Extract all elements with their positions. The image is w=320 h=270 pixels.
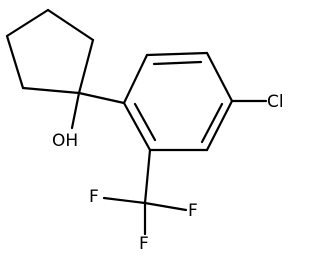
ring-aryl-bond [77, 91, 126, 105]
chlorine-label: Cl [267, 92, 284, 112]
fluorine-label-right: F [188, 201, 198, 221]
benzene-ring [122, 51, 234, 152]
aryl-double-bond [152, 60, 203, 66]
ring-bond [5, 8, 50, 38]
aryl-bond [145, 51, 209, 57]
ring-bond [5, 34, 25, 90]
fluorine-label-left: F [89, 187, 99, 207]
c-f-bond [102, 196, 147, 205]
hydroxyl-label: OH [52, 131, 78, 151]
aryl-double-bond [200, 102, 224, 144]
ring-bond [21, 86, 81, 95]
molecule-structure: OH Cl F F F [5, 8, 284, 254]
aryl-bond [122, 101, 152, 152]
cyclopentane-ring [5, 8, 95, 95]
ring-bond [77, 38, 95, 95]
c-f-bond [143, 201, 188, 212]
aryl-bond [122, 53, 149, 105]
c-oh-bond [70, 91, 81, 130]
aryl-bond [205, 51, 234, 103]
aryl-double-bond [133, 102, 157, 142]
ring-bond [46, 8, 95, 42]
fluorine-label-bottom: F [139, 234, 149, 254]
aryl-cf3-bond [143, 148, 152, 205]
aryl-bond [205, 99, 234, 152]
